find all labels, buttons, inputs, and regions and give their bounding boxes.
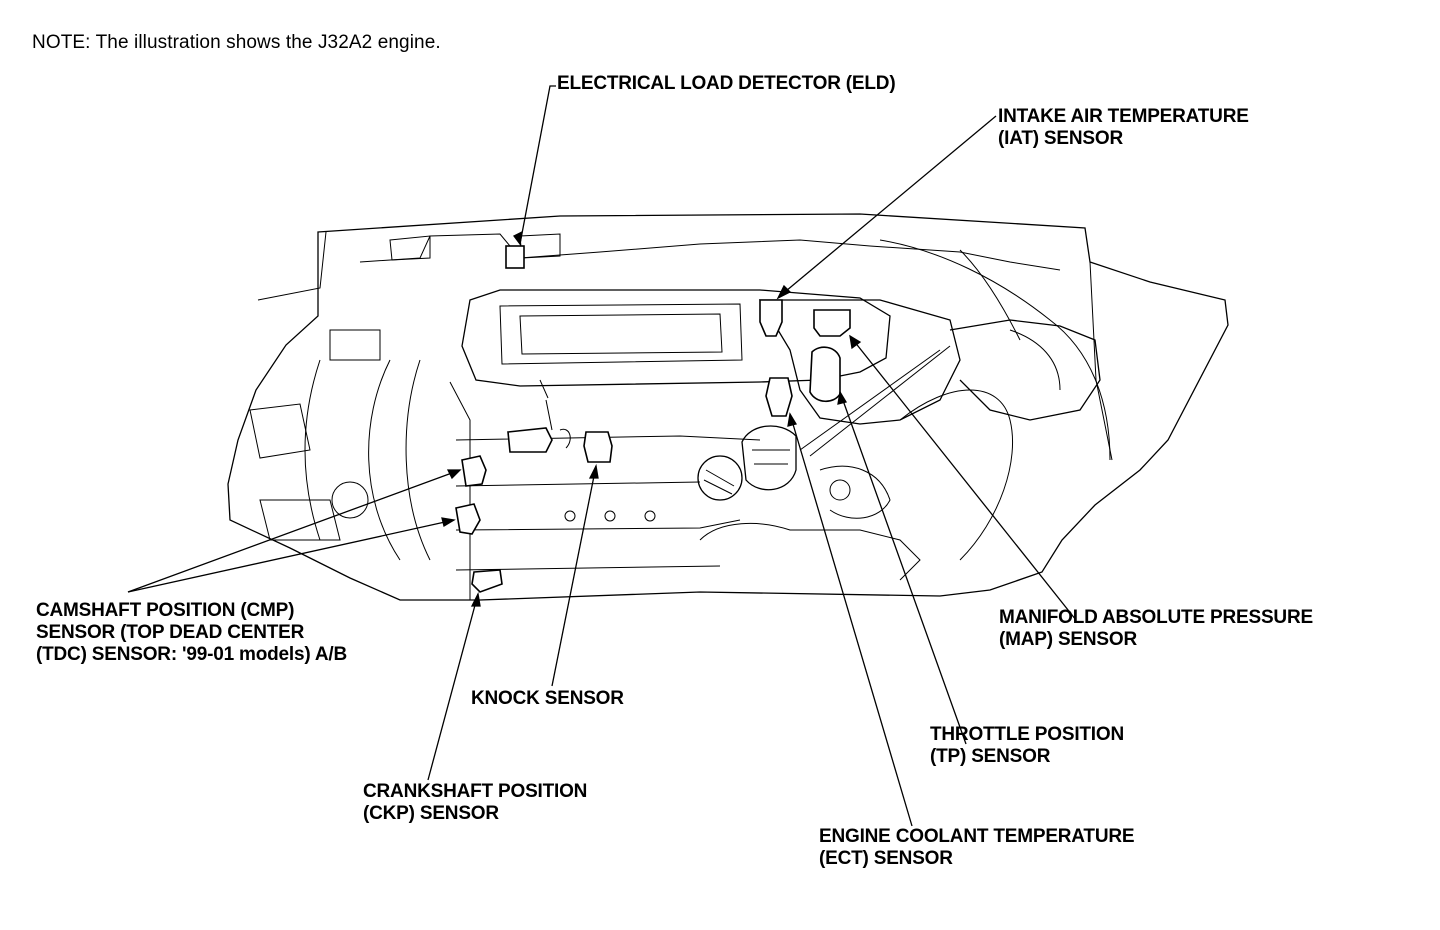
map-leader bbox=[849, 335, 1077, 621]
cmp-b-leader bbox=[127, 519, 455, 593]
iat-leader bbox=[779, 115, 997, 297]
cmp-a-part bbox=[461, 455, 487, 487]
knock-leader bbox=[551, 465, 597, 687]
eld-label: ELECTRICAL LOAD DETECTOR (ELD) bbox=[557, 73, 896, 94]
knock-label: KNOCK SENSOR bbox=[471, 688, 624, 709]
ect-part bbox=[765, 377, 793, 417]
map-part bbox=[813, 309, 851, 337]
cmp-a-leader bbox=[127, 469, 461, 593]
ckp-label: CRANKSHAFT POSITION (CKP) SENSOR bbox=[363, 781, 588, 824]
knock-part bbox=[583, 431, 613, 463]
engine-bay-outline bbox=[227, 213, 1229, 601]
iat-part bbox=[759, 299, 783, 337]
ect-leader bbox=[789, 413, 913, 827]
ect-label: ENGINE COOLANT TEMPERATURE (ECT) SENSOR bbox=[819, 826, 1135, 869]
o2-sensor-part bbox=[507, 427, 553, 453]
note-text: NOTE: The illustration shows the J32A2 e… bbox=[32, 32, 441, 53]
cmp-b-part bbox=[455, 503, 481, 535]
ckp-part bbox=[471, 569, 503, 593]
map-label: MANIFOLD ABSOLUTE PRESSURE (MAP) SENSOR bbox=[999, 607, 1313, 650]
eld-part bbox=[505, 245, 525, 269]
valve-cover bbox=[461, 289, 891, 387]
tp-label: THROTTLE POSITION (TP) SENSOR bbox=[930, 724, 1124, 767]
tp-leader bbox=[839, 391, 967, 745]
ckp-leader bbox=[427, 593, 479, 781]
cmp-label: CAMSHAFT POSITION (CMP) SENSOR (TOP DEAD… bbox=[36, 600, 347, 665]
iat-label: INTAKE AIR TEMPERATURE (IAT) SENSOR bbox=[998, 106, 1249, 149]
eld-leader bbox=[519, 85, 556, 245]
tp-part bbox=[809, 346, 841, 403]
